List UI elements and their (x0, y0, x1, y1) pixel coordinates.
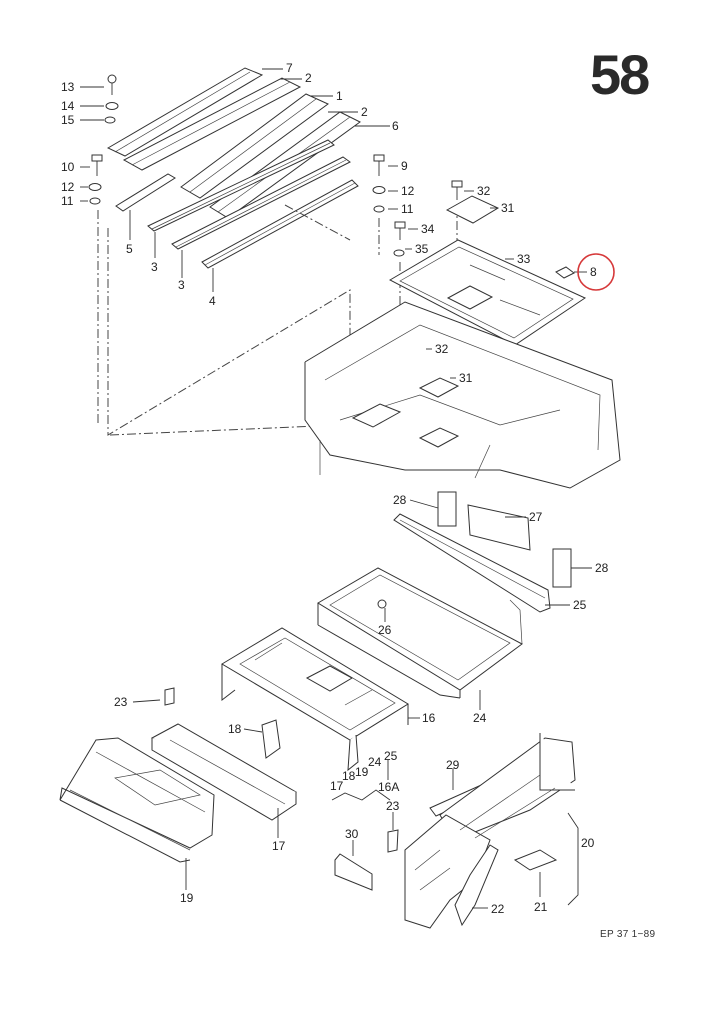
callout-label: 9 (401, 159, 408, 173)
callout-label: 28 (393, 493, 407, 507)
callout-label: 16 (422, 711, 436, 725)
callout-label: 19 (180, 891, 194, 905)
callout-labels: 7 2 1 2 6 13 14 15 10 12 11 9 12 11 34 3… (61, 61, 609, 916)
crossmembers (393, 491, 572, 613)
callout-label: 18 (228, 722, 242, 736)
callout-label: 32 (435, 342, 449, 356)
callout-label: 22 (491, 902, 505, 916)
floor-slats-group (106, 67, 361, 269)
callout-label: 15 (61, 113, 75, 127)
callout-label: 5 (126, 242, 133, 256)
callout-label: 2 (305, 71, 312, 85)
callout-label: 24 (473, 711, 487, 725)
callout-label: 25 (384, 749, 398, 763)
callout-label: 28 (595, 561, 609, 575)
callout-label: 11 (61, 194, 74, 208)
callout-label: 1 (336, 89, 343, 103)
callout-label: 7 (286, 61, 293, 75)
callout-label: 18 (342, 769, 356, 783)
callout-label: 10 (61, 160, 75, 174)
callout-label: 8 (590, 265, 597, 279)
callout-label: 31 (459, 371, 473, 385)
callout-label: 3 (178, 278, 185, 292)
callout-label: 2 (361, 105, 368, 119)
callout-label: 25 (573, 598, 587, 612)
callout-label: 30 (345, 827, 359, 841)
callout-label: 14 (61, 99, 75, 113)
callout-label: 13 (61, 80, 75, 94)
callout-label: 12 (401, 184, 415, 198)
callout-label: 34 (421, 222, 435, 236)
callout-label: 3 (151, 260, 158, 274)
callout-label: 31 (501, 201, 515, 215)
callout-label: 23 (114, 695, 128, 709)
callout-label: 29 (446, 758, 460, 772)
callout-label: 11 (401, 202, 414, 216)
highlight-circle (577, 253, 615, 291)
small-brackets (164, 687, 399, 853)
callout-label: 16A (378, 780, 399, 794)
callout-label: 26 (378, 623, 392, 637)
wheel-arch-panels (334, 733, 579, 929)
callout-label: 24 (368, 755, 382, 769)
callout-label: 27 (529, 510, 543, 524)
callout-label: 23 (386, 799, 400, 813)
callout-label: 17 (330, 779, 344, 793)
callout-label: 32 (477, 184, 491, 198)
callout-label: 35 (415, 242, 429, 256)
floor-pan-16 (221, 627, 409, 772)
callout-label: 12 (61, 180, 75, 194)
callout-label: 19 (355, 765, 369, 779)
page-number: 58 (590, 43, 650, 106)
callout-label: 20 (581, 836, 595, 850)
callout-label: 21 (534, 900, 548, 914)
callout-label: 6 (392, 119, 399, 133)
callout-label: 4 (209, 294, 216, 308)
body-shell (304, 301, 621, 489)
front-panels (59, 723, 297, 863)
leader-lines (80, 68, 592, 909)
floor-tray-33 (388, 195, 587, 346)
footer-code: EP 37 1−89 (600, 929, 656, 940)
battery-tub-24 (317, 567, 523, 699)
callout-label: 17 (272, 839, 286, 853)
callout-label: 33 (517, 252, 531, 266)
